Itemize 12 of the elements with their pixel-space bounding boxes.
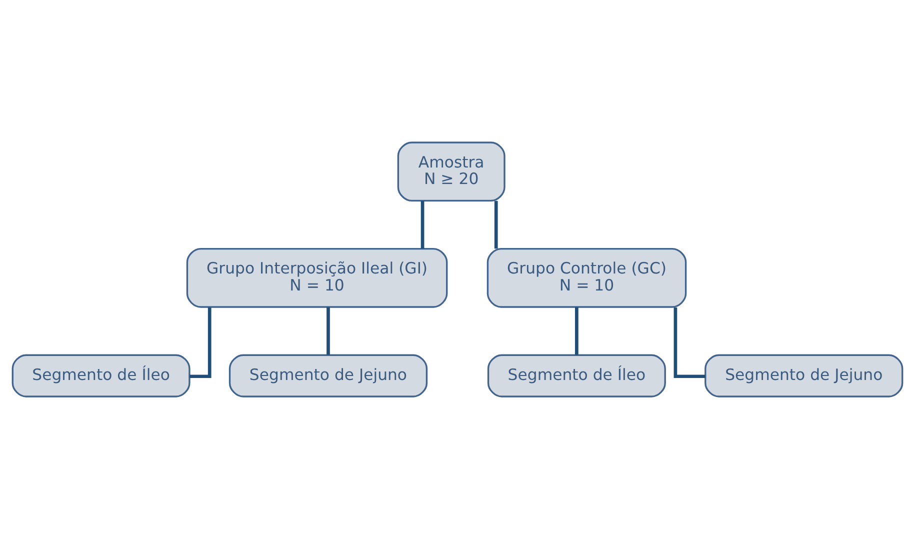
connector (326, 306, 330, 354)
node-box: Segmento de Jejuno (704, 354, 904, 397)
node-box: Segmento de Íleo (12, 354, 190, 397)
node-box: Grupo Controle (GC) N = 10 (486, 247, 687, 308)
connector (420, 200, 424, 248)
node-box: Segmento de Jejuno (228, 354, 428, 397)
connector (575, 306, 578, 354)
node-box: Segmento de Íleo (487, 354, 666, 397)
node-box: Grupo Interposição Ileal (GI) N = 10 (186, 247, 448, 308)
connector (494, 200, 498, 248)
node-box: Amostra N ≥ 20 (397, 141, 506, 201)
connector (674, 306, 706, 378)
